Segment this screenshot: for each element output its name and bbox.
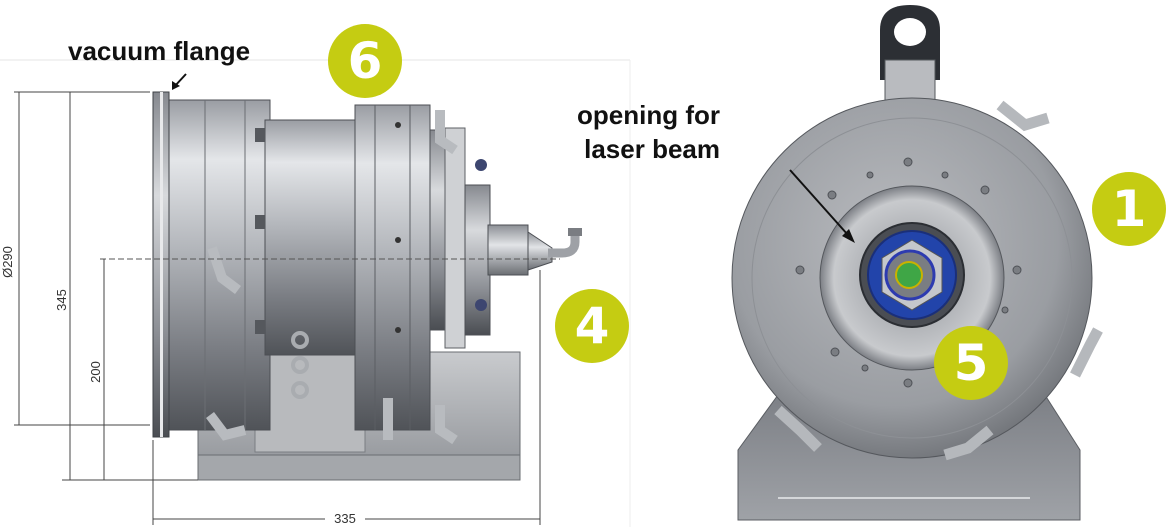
opening-arrow [789,169,849,236]
badge-1: 1 [1092,172,1166,246]
dim-length: 335 [334,511,356,526]
badge-6: 6 [328,24,402,98]
badge-4: 4 [555,289,629,363]
front-view [731,5,1103,521]
badge-5: 5 [934,326,1008,400]
opening-label-line1: opening for [577,100,720,130]
dim-diameter: Ø290 [0,246,15,278]
opening-label-line2: laser beam [584,134,720,164]
dim-height-total: 345 [54,289,69,311]
dim-axis-height: 200 [88,361,103,383]
vacuum-flange-label: vacuum flange [68,36,251,66]
laser-opening [895,261,923,289]
side-view: Ø290 345 200 335 [0,59,631,527]
